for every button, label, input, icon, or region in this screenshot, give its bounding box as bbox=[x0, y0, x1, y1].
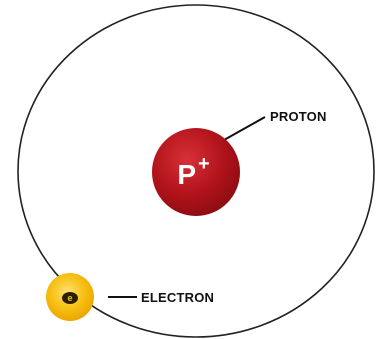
proton-symbol: P bbox=[177, 159, 196, 190]
proton-label: PROTON bbox=[270, 109, 327, 124]
proton: P + bbox=[152, 128, 240, 216]
proton-leader-line bbox=[223, 116, 266, 141]
electron-core bbox=[62, 292, 78, 304]
electron: e bbox=[46, 273, 94, 321]
proton-charge: + bbox=[198, 153, 210, 175]
electron-label: ELECTRON bbox=[141, 290, 214, 305]
proton-sphere bbox=[152, 128, 240, 216]
electron-symbol: e bbox=[67, 293, 72, 303]
electron-orbit bbox=[17, 4, 375, 338]
